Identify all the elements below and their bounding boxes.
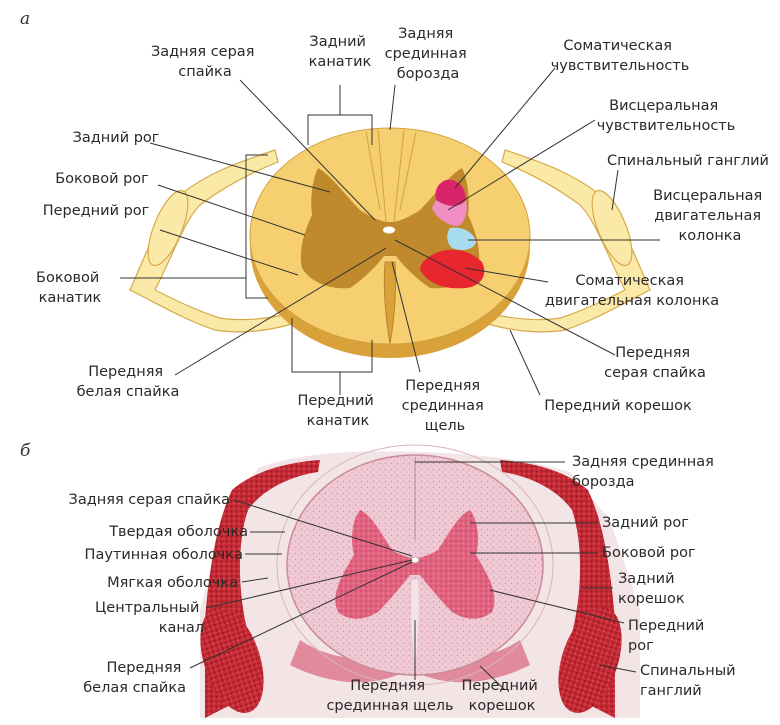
anterior-median-fissure [383, 261, 397, 345]
label-b-anterior-median-fissure: Передняя срединная щель [326, 678, 453, 714]
leader-lines-a [149, 67, 660, 396]
label-b-spinal-ganglion: Спинальный ганглий [640, 663, 740, 699]
label-a-posterior-median-sulcus: Задняя срединная борозда [385, 26, 472, 82]
panel-label-a: а [20, 9, 30, 29]
right-spinal-ganglion-shape [591, 189, 633, 267]
label-a-anterior-gray-commissure: Передняя серая спайка [604, 345, 706, 381]
visceral-motor-region [447, 227, 476, 250]
label-b-arachnoid: Паутинная оболочка [85, 547, 243, 563]
label-a-anterior-horn: Передний рог [43, 203, 150, 219]
label-a-lateral-funiculus: Боковой канатик [36, 270, 104, 306]
label-b-lateral-horn: Боковой рог [602, 545, 696, 561]
posterior-funiculus-bracket [307, 85, 373, 145]
left-spinal-ganglion-shape [147, 189, 189, 267]
label-a-visceral-motor-column: Висцеральная двигательная колонка [653, 188, 767, 244]
label-a-somatic-sensory: Соматическая чувствительность [551, 38, 690, 74]
label-b-anterior-white-commissure: Передняя белая спайка [83, 660, 186, 696]
histology-section [200, 444, 640, 718]
central-canal-a [383, 226, 395, 234]
label-b-posterior-horn: Задний рог [602, 515, 689, 531]
label-a-spinal-ganglion: Спинальный ганглий [607, 153, 769, 169]
label-b-posterior-median-sulcus: Задняя срединная борозда [572, 454, 718, 490]
label-a-anterior-funiculus: Передний канатик [298, 393, 379, 429]
label-a-anterior-root: Передний корешок [544, 398, 692, 414]
label-b-dura-mater: Твердая оболочка [108, 524, 248, 540]
label-a-anterior-white-commissure: Передняя белая спайка [77, 364, 180, 400]
label-a-posterior-horn: Задний рог [73, 130, 160, 146]
label-a-posterior-funiculus: Задний канатик [309, 34, 372, 70]
label-a-anterior-median-fissure: Передняя срединная щель [402, 378, 489, 434]
label-b-anterior-horn: Передний рог [628, 618, 709, 654]
label-b-pia-mater: Мягкая оболочка [107, 575, 238, 591]
label-b-posterior-root: Задний корешок [618, 571, 685, 607]
anterior-funiculus-bracket [291, 318, 373, 395]
label-b-posterior-gray-commissure: Задняя серая спайка [69, 492, 230, 508]
right-spinal-nerve [474, 149, 651, 333]
lateral-funiculus-bracket [120, 154, 268, 299]
posterior-median-sulcus-lines [365, 129, 417, 223]
panel-label-b: б [20, 441, 31, 461]
label-b-anterior-root: Передний корешок [462, 678, 543, 714]
label-b-central-canal: Центральный канал [95, 600, 204, 636]
label-a-lateral-horn: Боковой рог [55, 171, 149, 187]
label-a-somatic-motor-column: Соматическая двигательная колонка [545, 273, 719, 309]
label-a-visceral-sensory: Висцеральная чувствительность [597, 98, 736, 134]
visceral-sensory-region [432, 200, 467, 226]
leader-lines-b [189, 461, 637, 691]
label-a-posterior-gray-commissure: Задняя серая спайка [151, 44, 259, 80]
somatic-sensory-region [435, 179, 466, 206]
